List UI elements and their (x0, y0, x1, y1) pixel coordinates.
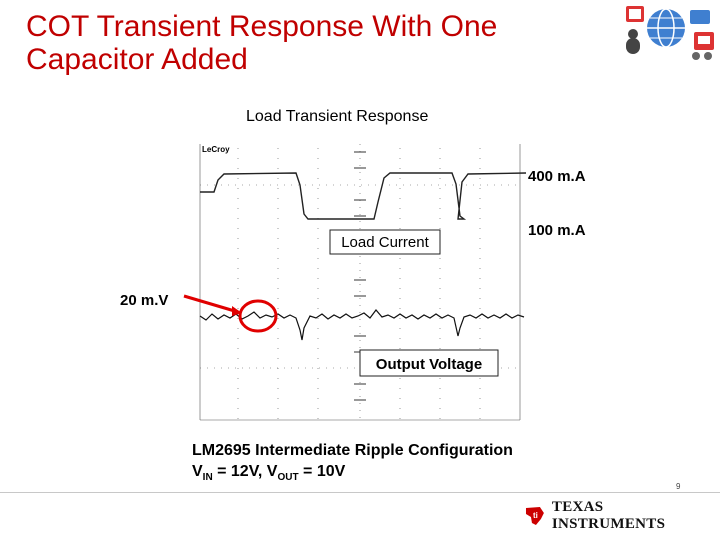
red-circle-highlight (238, 299, 278, 333)
ripple-callout (183, 294, 278, 333)
caption-line-2: VIN = 12V, VOUT = 10V (192, 463, 346, 484)
slide-title-line-2: Capacitor Added (26, 43, 248, 76)
load-current-label: Load Current (341, 234, 429, 251)
caption-line-1: LM2695 Intermediate Ripple Configuration (192, 442, 513, 459)
page-number: 9 (676, 482, 681, 491)
oscilloscope-display: LeCroy Load Current Output Voltage (196, 140, 528, 424)
footer-bar (0, 492, 720, 541)
figure-title: Load Transient Response (246, 108, 429, 125)
scope-brand: LeCroy (202, 145, 230, 154)
slide-title-line-1: COT Transient Response With One (26, 10, 498, 43)
person-icon (626, 38, 640, 54)
texas-instruments-logo: ti TEXAS INSTRUMENTS (524, 499, 720, 532)
logo-cluster (626, 6, 714, 60)
load-current-box (329, 229, 441, 255)
output-voltage-trace (199, 309, 525, 341)
load-current-trace (200, 172, 527, 220)
figure-caption: LM2695 Intermediate Ripple Configuration… (192, 440, 513, 488)
monitor-icon (690, 10, 710, 24)
label-400ma: 400 m.A (528, 168, 586, 185)
label-20mv: 20 m.V (120, 292, 169, 309)
output-voltage-label: Output Voltage (376, 356, 482, 373)
ti-chip-icon: ti (525, 507, 544, 525)
output-voltage-box (359, 349, 499, 377)
label-100ma: 100 m.A (528, 222, 586, 239)
slide-title: COT Transient Response With One Capacito… (26, 10, 586, 76)
red-arrow (183, 294, 239, 314)
svg-text:ti: ti (533, 511, 538, 520)
ti-wordmark: TEXAS INSTRUMENTS (551, 499, 666, 532)
